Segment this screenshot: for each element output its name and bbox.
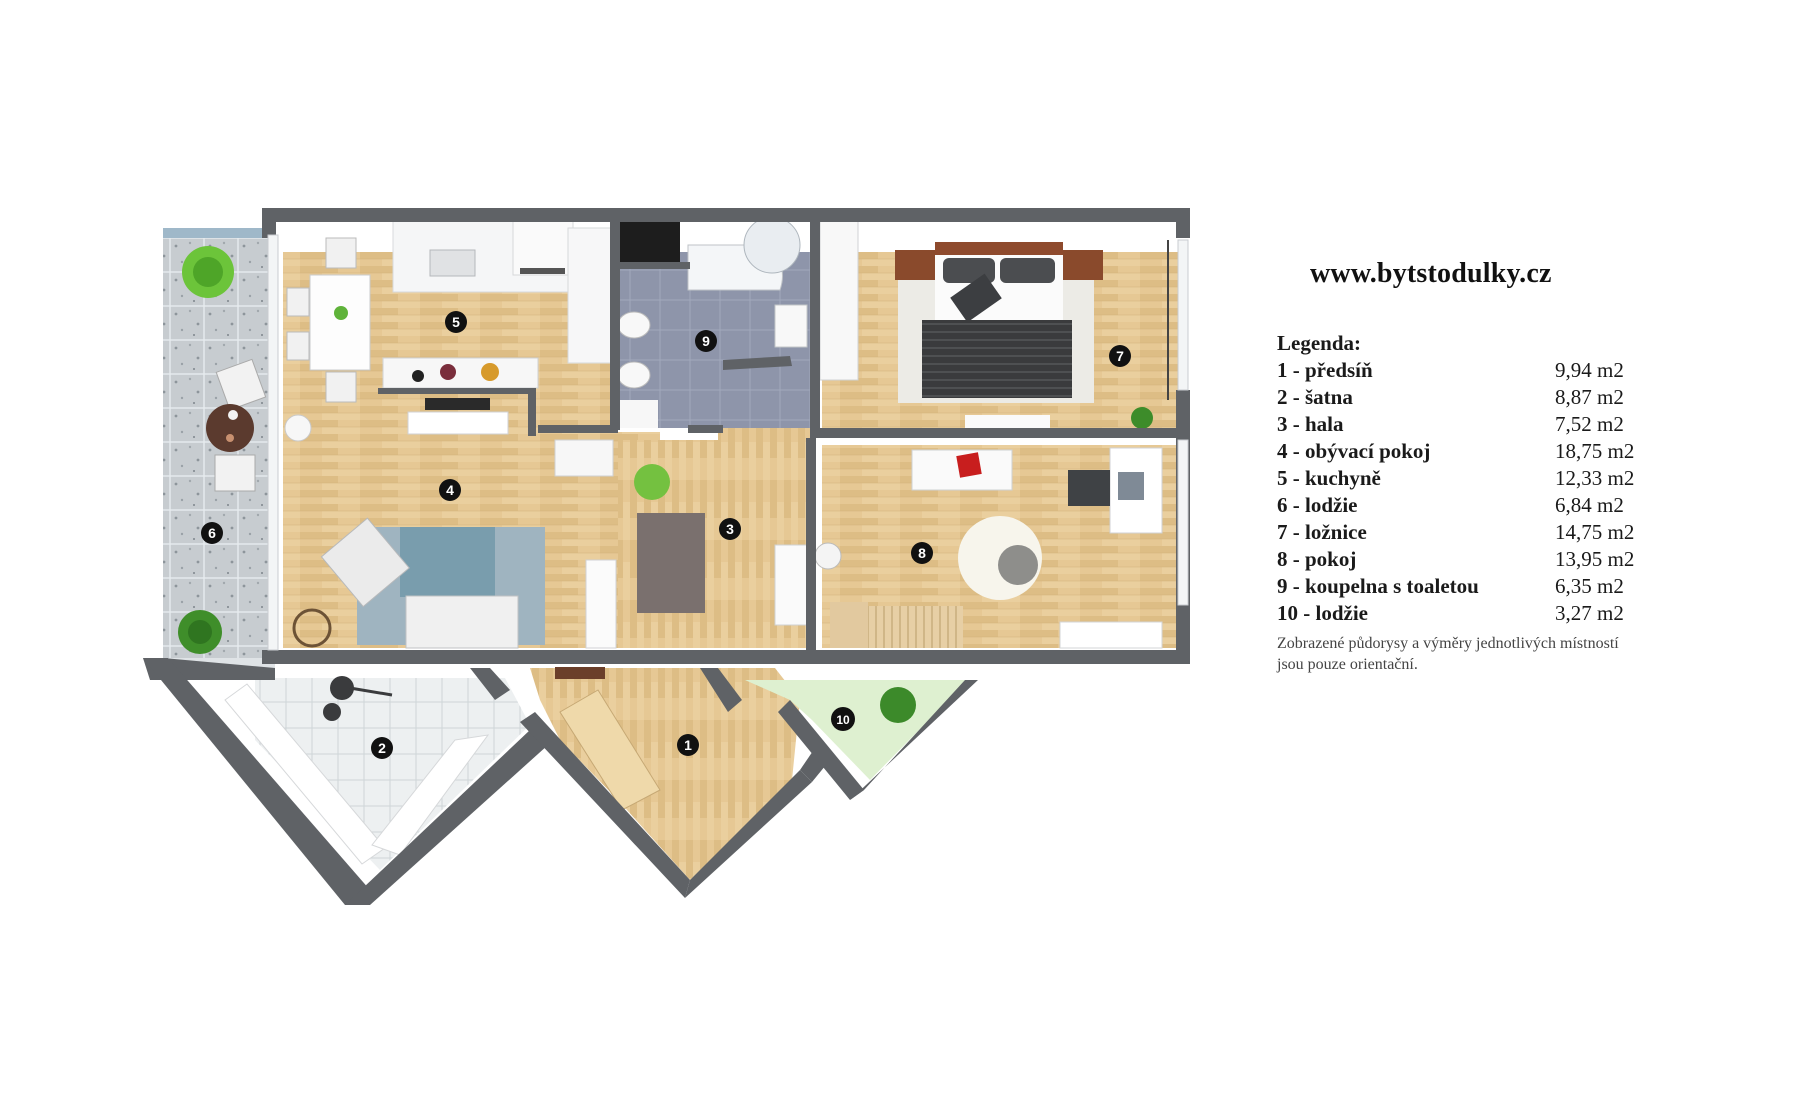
legend-row: 9 - koupelna s toaletou 6,35 m2 bbox=[1277, 573, 1677, 600]
legend-room-label: 8 - pokoj bbox=[1277, 547, 1357, 571]
hall-cabinet bbox=[774, 544, 811, 626]
room-6-loggia bbox=[163, 228, 275, 668]
room-marker-6: 6 bbox=[201, 522, 223, 544]
room-marker-3: 3 bbox=[719, 518, 741, 540]
legend-row: 5 - kuchyně 12,33 m2 bbox=[1277, 465, 1677, 492]
wardrobe bbox=[819, 219, 859, 381]
sofa bbox=[405, 595, 519, 649]
bathroom-fixtures bbox=[617, 216, 808, 428]
room-marker-2: 2 bbox=[371, 737, 393, 759]
plant-icon bbox=[634, 464, 670, 500]
room-marker-4: 4 bbox=[439, 479, 461, 501]
website-url: www.bytstodulky.cz bbox=[1310, 258, 1552, 289]
legend-room-label: 2 - šatna bbox=[1277, 385, 1353, 409]
legend-row: 7 - ložnice 14,75 m2 bbox=[1277, 519, 1677, 546]
legend-room-label: 6 - lodžie bbox=[1277, 493, 1358, 517]
room-marker-1: 1 bbox=[677, 734, 699, 756]
legend-room-label: 7 - ložnice bbox=[1277, 520, 1367, 544]
svg-text:2: 2 bbox=[378, 740, 386, 756]
entry-bench bbox=[559, 689, 661, 811]
legend-room-area: 13,95 m2 bbox=[1555, 547, 1635, 571]
plant-icon bbox=[178, 610, 222, 654]
hall-rug bbox=[637, 513, 705, 613]
legend-room-label: 5 - kuchyně bbox=[1277, 466, 1381, 490]
legend-room-label: 9 - koupelna s toaletou bbox=[1277, 574, 1479, 598]
room-marker-5: 5 bbox=[445, 311, 467, 333]
legend-room-area: 12,33 m2 bbox=[1555, 466, 1635, 490]
legend-room-area: 8,87 m2 bbox=[1555, 385, 1624, 409]
svg-text:5: 5 bbox=[452, 314, 460, 330]
windows bbox=[267, 234, 1189, 651]
tv-cabinet bbox=[554, 439, 614, 477]
walls bbox=[143, 208, 1190, 905]
room-marker-9: 9 bbox=[695, 330, 717, 352]
room-marker-8: 8 bbox=[911, 542, 933, 564]
kitchen-counter bbox=[392, 219, 614, 364]
room-2-closet-floor bbox=[255, 678, 530, 870]
dining-table bbox=[286, 237, 371, 403]
bistro-table-icon bbox=[206, 358, 267, 492]
double-bed bbox=[895, 242, 1103, 429]
plant-icon bbox=[182, 246, 234, 298]
legend-room-area: 3,27 m2 bbox=[1555, 601, 1624, 625]
legend-room-area: 14,75 m2 bbox=[1555, 520, 1635, 544]
legend-row: 8 - pokoj 13,95 m2 bbox=[1277, 546, 1677, 573]
svg-text:8: 8 bbox=[918, 545, 926, 561]
svg-text:3: 3 bbox=[726, 521, 734, 537]
legend-row: 2 - šatna 8,87 m2 bbox=[1277, 384, 1677, 411]
legend-room-label: 4 - obývací pokoj bbox=[1277, 439, 1431, 463]
legend-room-area: 9,94 m2 bbox=[1555, 358, 1624, 382]
svg-text:9: 9 bbox=[702, 333, 710, 349]
room-marker-10: 10 bbox=[831, 707, 855, 731]
legend-row: 4 - obývací pokoj 18,75 m2 bbox=[1277, 438, 1677, 465]
armchair bbox=[320, 517, 410, 608]
kitchen-island bbox=[378, 357, 539, 435]
plant-icon bbox=[1131, 407, 1153, 429]
svg-text:6: 6 bbox=[208, 525, 216, 541]
plant-icon bbox=[880, 687, 916, 723]
legend-room-label: 10 - lodžie bbox=[1277, 601, 1368, 625]
legend-room-area: 7,52 m2 bbox=[1555, 412, 1624, 436]
svg-text:4: 4 bbox=[446, 482, 454, 498]
legend-title: Legenda: bbox=[1277, 331, 1361, 355]
room-8-furniture bbox=[814, 447, 1163, 649]
shoe-rack bbox=[555, 667, 605, 679]
legend-room-area: 18,75 m2 bbox=[1555, 439, 1635, 463]
room-marker-7: 7 bbox=[1109, 345, 1131, 367]
bookshelf bbox=[585, 559, 617, 649]
svg-text:7: 7 bbox=[1116, 348, 1124, 364]
svg-text:1: 1 bbox=[684, 737, 692, 753]
side-table bbox=[292, 608, 332, 648]
floor-lamp bbox=[284, 414, 312, 442]
svg-text:10: 10 bbox=[836, 713, 850, 727]
legend-room-label: 1 - předsíň bbox=[1277, 358, 1373, 382]
disclaimer-note: Zobrazené půdorysy a výměry jednotlivých… bbox=[1277, 635, 1619, 673]
legend-room-area: 6,35 m2 bbox=[1555, 574, 1624, 598]
legend-room-label: 3 - hala bbox=[1277, 412, 1344, 436]
closet-furniture bbox=[224, 676, 490, 865]
legend-room-area: 6,84 m2 bbox=[1555, 493, 1624, 517]
legend-row: 10 - lodžie 3,27 m2 bbox=[1277, 600, 1677, 627]
legend: Legenda: 1 - předsíň 9,94 m2 2 - šatna 8… bbox=[1277, 330, 1677, 675]
legend-row: 1 - předsíň 9,94 m2 bbox=[1277, 357, 1677, 384]
legend-row: 3 - hala 7,52 m2 bbox=[1277, 411, 1677, 438]
legend-row: 6 - lodžie 6,84 m2 bbox=[1277, 492, 1677, 519]
